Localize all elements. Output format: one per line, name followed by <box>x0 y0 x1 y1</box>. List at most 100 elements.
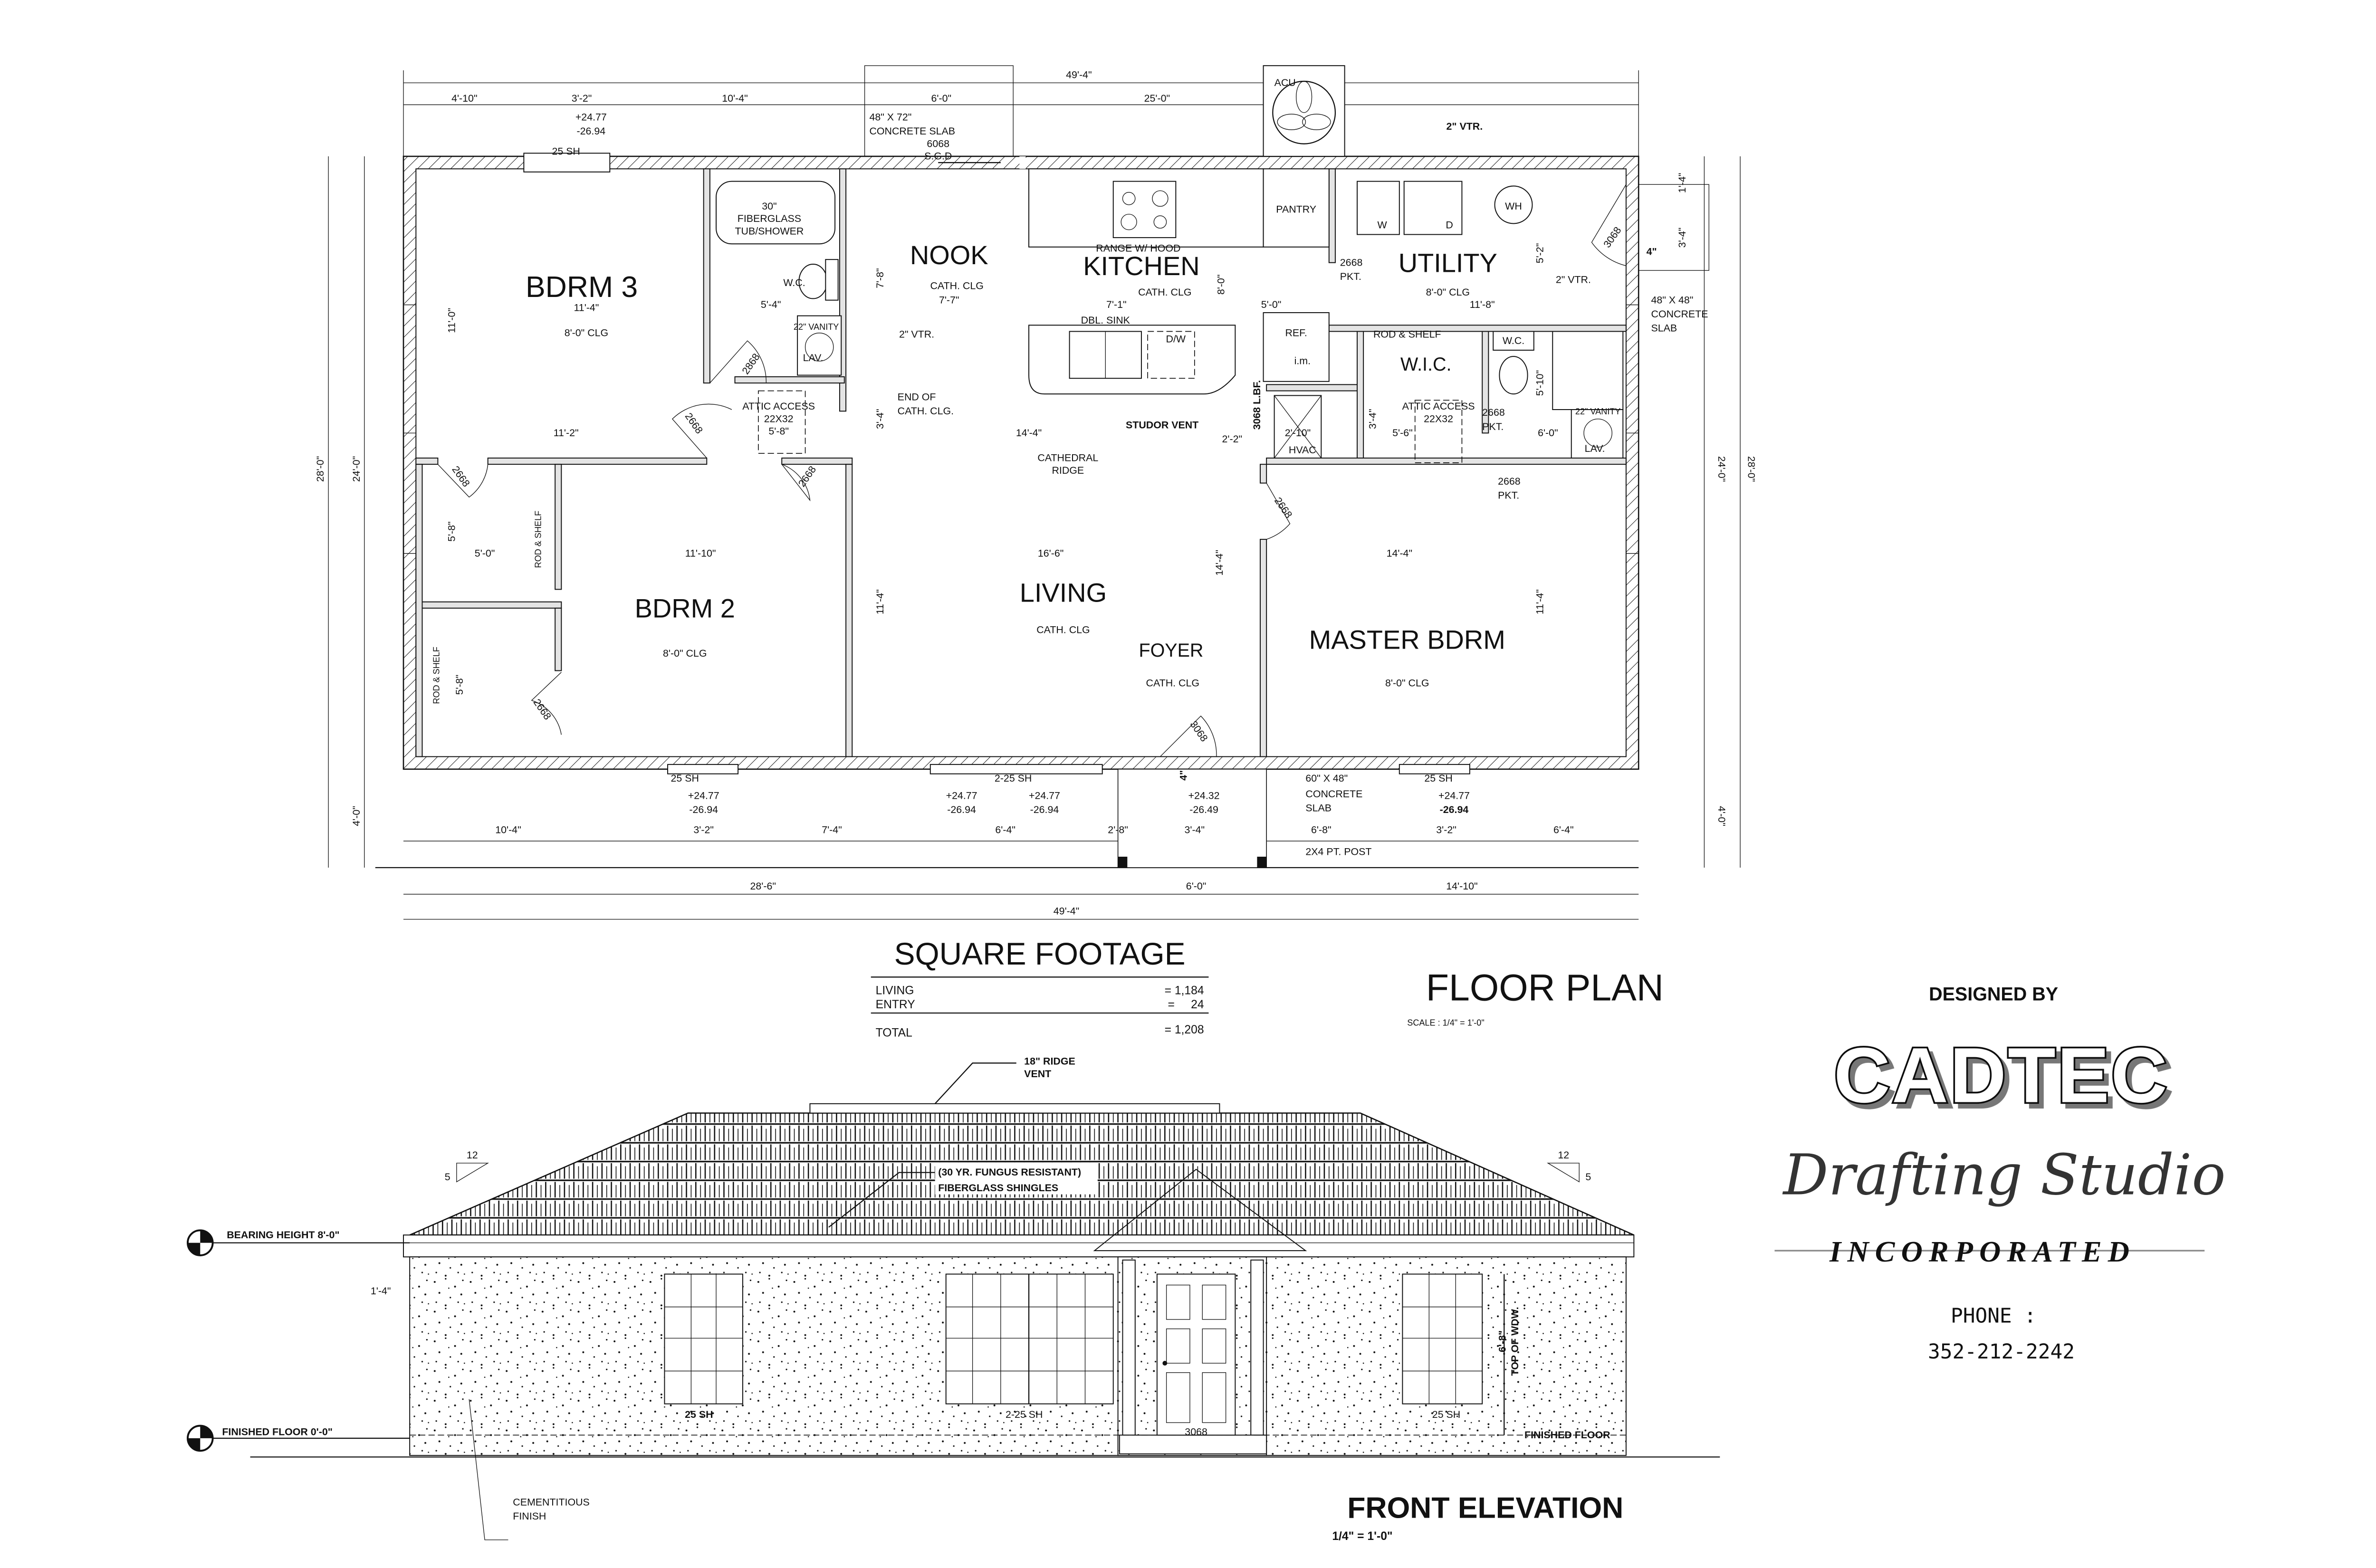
dim-bottom: 6'-4" <box>995 824 1016 836</box>
room-ceiling: 8'-0" CLG <box>1385 677 1429 688</box>
porch-gable <box>1093 1168 1307 1252</box>
floor-plan: 49'-4" 4'-10" 3'-2" 10'-4" 6'-0" 25'-0" … <box>315 65 1757 1027</box>
label: 2" VTR. <box>1447 121 1483 132</box>
dryer <box>1403 181 1463 235</box>
dim-bottom: 10'-4" <box>495 824 521 836</box>
dim-overall-top: 49'-4" <box>1066 69 1092 81</box>
label: PKT. <box>1482 421 1504 432</box>
label: +24.77 <box>946 790 977 801</box>
label: 2668 <box>1340 257 1363 268</box>
refrigerator <box>1263 312 1330 382</box>
label: ATTIC ACCESS <box>1402 401 1475 412</box>
room-size: 14'-4" <box>1387 547 1412 559</box>
front-elevation: BEARING HEIGHT 8'-0" FINISHED FLOOR 0'-0… <box>186 1056 1720 1543</box>
room-name: UTILITY <box>1399 248 1497 277</box>
window-height-dim: 6'-8" <box>1497 1330 1508 1352</box>
label: -26.94 <box>577 125 606 137</box>
shingle-note: (30 YR. FUNGUS RESISTANT) <box>938 1166 1081 1178</box>
side-slab <box>1638 184 1709 271</box>
pitch-rise: 5 <box>445 1171 450 1183</box>
dim-bottom: 3'-4" <box>1185 824 1205 836</box>
label: -26.94 <box>947 804 976 815</box>
label: -26.49 <box>1189 804 1218 815</box>
label: 14'-4" <box>1016 427 1042 439</box>
label: ROD & SHELF <box>534 511 543 568</box>
label: W.C. <box>1503 335 1524 346</box>
door-label: 3068 <box>1185 1426 1207 1437</box>
sf-row-value: = 1,184 <box>1165 985 1204 997</box>
water-heater <box>1494 185 1533 224</box>
label: 14'-4" <box>1214 550 1225 575</box>
sf-total-label: TOTAL <box>876 1026 912 1039</box>
label: RANGE W/ HOOD <box>1096 243 1180 254</box>
tub-shower <box>716 181 836 245</box>
window-height-note: TOP OF WDW. <box>1509 1307 1521 1376</box>
ridge-vent-note: VENT <box>1024 1068 1051 1080</box>
room-ceiling: 8'-0" CLG <box>565 327 608 338</box>
label: 30" <box>762 201 776 212</box>
finished-floor-label: FINISHED FLOOR 0'-0" <box>222 1426 333 1437</box>
label: 5'-4" <box>761 299 781 310</box>
label: PKT. <box>1498 490 1519 501</box>
room-size: 11'-4" <box>574 302 599 314</box>
label: LAV. <box>1585 443 1605 454</box>
label: S.G.D <box>924 151 952 162</box>
room-size: 7'-1" <box>1106 299 1127 310</box>
dim-top: 10'-4" <box>722 93 747 104</box>
label: 8'-0" <box>1215 275 1226 295</box>
label: 4" <box>1647 246 1657 257</box>
room-name: LIVING <box>1020 578 1107 608</box>
label: 11'-0" <box>446 308 458 333</box>
label: 5'-8" <box>454 675 465 695</box>
room-size: 16'-6" <box>1038 547 1063 559</box>
label: 2" VTR. <box>899 329 934 340</box>
ridge-vent <box>809 1103 1220 1114</box>
label: SLAB <box>1651 323 1677 334</box>
label: 25 SH <box>671 773 699 784</box>
finished-floor-marker <box>186 1425 410 1452</box>
label: 2668 <box>1482 407 1505 418</box>
label: STUDOR VENT <box>1126 419 1198 430</box>
dim-top: 6'-0" <box>931 93 952 104</box>
label: 3'-4" <box>1367 409 1378 429</box>
floor-plan-scale: SCALE : 1/4" = 1'-0" <box>1407 1018 1485 1027</box>
company-logo: CADTEC <box>1834 1032 2169 1119</box>
company-incorporated: INCORPORATED <box>1829 1235 2136 1268</box>
label: 22X32 <box>764 413 794 424</box>
label: i.m. <box>1294 355 1311 367</box>
acu-unit <box>1263 65 1345 157</box>
dim-top: 25'-0" <box>1144 93 1170 104</box>
designed-by-label: DESIGNED BY <box>1929 984 2058 1005</box>
window-label: 25 SH <box>685 1409 713 1420</box>
rear-slab <box>864 65 1014 157</box>
bottom-annotations: 25 SH +24.77 -26.94 2-25 SH +24.77 -26.9… <box>495 770 1573 917</box>
finished-floor-note: FINISHED FLOOR <box>1524 1429 1610 1441</box>
dim-bottom: 6'-8" <box>1311 824 1332 836</box>
label: +24.77 <box>575 111 607 123</box>
dim-side: 4'-0" <box>1716 806 1727 826</box>
shower <box>1552 331 1624 411</box>
room-ceiling: CATH. CLG <box>1138 287 1191 298</box>
bearing-height-label: BEARING HEIGHT 8'-0" <box>227 1229 339 1241</box>
label: 60" X 48" <box>1305 773 1348 784</box>
dim-side: 28'-0" <box>1746 456 1757 482</box>
roof-pitch-right: 12 5 <box>1547 1149 1591 1183</box>
label: 22X32 <box>1424 413 1453 424</box>
label: PANTRY <box>1276 203 1316 215</box>
lavatory <box>805 333 834 362</box>
fascia <box>403 1234 1635 1258</box>
label: 25 SH <box>1424 773 1452 784</box>
label: 5'-0" <box>475 547 495 559</box>
label: 5'-6" <box>1392 427 1413 439</box>
dim-top: 4'-10" <box>451 93 477 104</box>
room-size: 7'-7" <box>939 294 959 306</box>
label: DBL. SINK <box>1081 315 1131 326</box>
front-door <box>1156 1273 1236 1436</box>
label: +24.77 <box>688 790 719 801</box>
label: +24.77 <box>1029 790 1060 801</box>
finish-note: FINISH <box>513 1511 546 1522</box>
label: 48" X 72" <box>869 111 911 123</box>
label: +24.77 <box>1438 790 1470 801</box>
label: 5'-0" <box>1261 299 1282 310</box>
sf-row-label: ENTRY <box>876 998 915 1011</box>
